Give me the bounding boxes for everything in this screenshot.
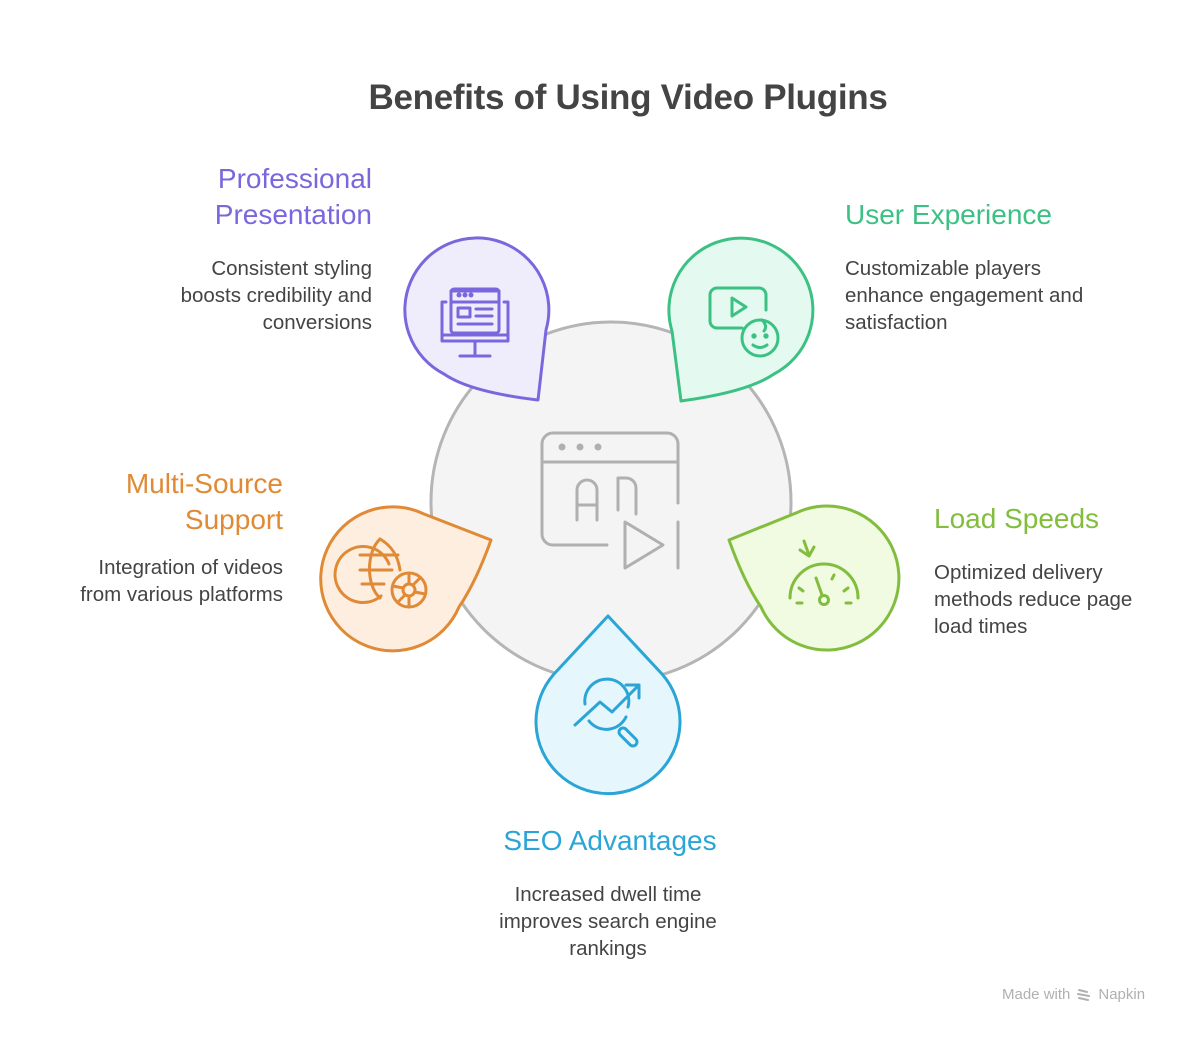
seo-advantages-description: Increased dwell time improves search eng… — [458, 881, 758, 962]
speedometer-icon — [788, 539, 860, 606]
title-line: Load Speeds — [934, 503, 1100, 534]
search-trend-icon — [573, 677, 641, 748]
user-experience-drop — [667, 236, 815, 403]
multi-source-support-description: Integration of videos from various platf… — [23, 554, 283, 608]
desc-line: satisfaction — [845, 311, 948, 334]
monitor-webpage-icon — [440, 287, 510, 358]
title-line: Multi-Source — [125, 468, 283, 499]
user-experience-title: User Experience — [845, 197, 1145, 233]
napkin-logo-icon — [1077, 988, 1091, 1001]
globe-wheel-icon — [333, 537, 428, 609]
video-ad-player-icon — [540, 431, 680, 570]
professional-presentation-description: Consistent styling boosts credibility an… — [112, 255, 372, 336]
desc-line: conversions — [262, 311, 372, 334]
load-speeds-drop — [727, 504, 901, 652]
desc-line: enhance engagement and — [845, 284, 1084, 307]
desc-line: Increased dwell time — [514, 883, 702, 906]
video-smiley-icon — [708, 286, 780, 358]
desc-line: methods reduce page — [934, 588, 1133, 611]
desc-line: from various platforms — [80, 583, 283, 606]
desc-line: improves search engine — [499, 910, 717, 933]
multi-source-support-drop — [319, 505, 493, 653]
multi-source-support-title: Multi-Source Support — [33, 466, 283, 538]
professional-presentation-title: Professional Presentation — [120, 161, 372, 233]
seo-advantages-title: SEO Advantages — [460, 823, 760, 859]
desc-line: rankings — [569, 937, 647, 960]
desc-line: boosts credibility and — [180, 284, 372, 307]
title-line: Professional — [217, 163, 372, 194]
title-line: User Experience — [845, 199, 1052, 230]
desc-line: Customizable players — [845, 257, 1041, 280]
desc-line: Consistent styling — [211, 257, 372, 280]
desc-line: Optimized delivery — [934, 561, 1103, 584]
footer-brand: Napkin — [1098, 986, 1146, 1003]
footer-prefix: Made with — [1002, 986, 1071, 1003]
desc-line: load times — [934, 615, 1028, 638]
title-line: Presentation — [214, 199, 372, 230]
title-line: Support — [184, 504, 283, 535]
professional-presentation-drop — [403, 236, 551, 402]
load-speeds-description: Optimized delivery methods reduce page l… — [934, 559, 1194, 640]
diagram-title: Benefits of Using Video Plugins — [368, 78, 888, 117]
load-speeds-title: Load Speeds — [934, 501, 1194, 537]
desc-line: Integration of videos — [98, 556, 283, 579]
seo-advantages-drop — [534, 614, 682, 796]
title-line: SEO Advantages — [503, 825, 717, 856]
user-experience-description: Customizable players enhance engagement … — [845, 255, 1145, 336]
napkin-watermark: Made with Napkin — [1002, 986, 1145, 1003]
